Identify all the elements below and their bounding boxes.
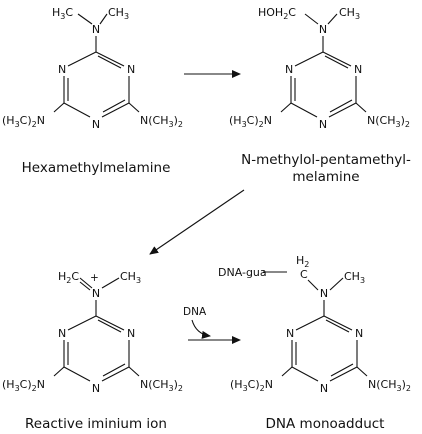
ring-n-left: N xyxy=(285,63,293,76)
top-left-methyl: H3C xyxy=(52,6,73,21)
top-right-methyl: CH3 xyxy=(108,6,129,21)
top-left-methylene: H2C xyxy=(58,270,79,285)
ring-n-right: N xyxy=(355,327,363,340)
ring-n-right: N xyxy=(127,327,135,340)
reaction-arrow-2 xyxy=(149,189,245,255)
ring-n-bottom: N xyxy=(92,118,100,131)
structure-hexamethylmelamine: H3C CH3 N N N N (H3C)2N N(CH3)2 Hexameth… xyxy=(2,6,183,176)
bottom-right-group: N(CH3)2 xyxy=(367,114,410,129)
bottom-right-group: N(CH3)2 xyxy=(368,378,411,393)
top-right-methyl: CH3 xyxy=(344,270,365,285)
ring-n-bottom: N xyxy=(92,382,100,395)
reagent-dna-label: DNA xyxy=(183,306,207,318)
ring-n-right: N xyxy=(127,63,135,76)
dna-gua-label: DNA-gua xyxy=(218,266,267,279)
ring-n-right: N xyxy=(354,63,362,76)
top-n-atom: N xyxy=(320,287,328,300)
methylene-c: C xyxy=(300,268,308,281)
caption-reactive-iminium-ion: Reactive iminium ion xyxy=(25,416,167,432)
structure-reactive-iminium-ion: H2C CH3 + N N N N (H3C)2N N(CH3)2 Reacti… xyxy=(2,270,183,432)
ring-n-left: N xyxy=(58,63,66,76)
structure-n-methylol-pentamethylmelamine: HOH2C CH3 N N N N (H3C)2N N(CH3)2 N-meth… xyxy=(229,6,411,185)
ring-n-left: N xyxy=(58,327,66,340)
top-right-methyl: CH3 xyxy=(120,270,141,285)
bottom-right-group: N(CH3)2 xyxy=(140,378,183,393)
bottom-left-group: (H3C)2N xyxy=(2,378,45,393)
bottom-right-group: N(CH3)2 xyxy=(140,114,183,129)
methylene-h2: H2 xyxy=(296,254,309,269)
caption-n-methylol-line2: melamine xyxy=(292,169,359,185)
top-n-atom: N xyxy=(319,23,327,36)
top-right-methyl: CH3 xyxy=(339,6,360,21)
ring-n-bottom: N xyxy=(320,382,328,395)
top-n-atom: N xyxy=(92,287,100,300)
bottom-left-group: (H3C)2N xyxy=(2,114,45,129)
bottom-left-group: (H3C)2N xyxy=(229,114,272,129)
top-n-atom: N xyxy=(92,23,100,36)
caption-hexamethylmelamine: Hexamethylmelamine xyxy=(22,160,171,176)
ring-n-bottom: N xyxy=(319,118,327,131)
positive-charge: + xyxy=(90,272,99,284)
caption-n-methylol-line1: N-methylol-pentamethyl- xyxy=(241,152,411,168)
bottom-left-group: (H3C)2N xyxy=(230,378,273,393)
top-left-methylol: HOH2C xyxy=(258,6,296,21)
structure-dna-monoadduct: DNA-gua H2 C CH3 N N N N (H3C)2N N(CH3)2… xyxy=(218,254,411,432)
caption-dna-monoadduct: DNA monoadduct xyxy=(266,416,385,432)
reaction-arrow-3: DNA xyxy=(183,306,241,344)
ring-n-left: N xyxy=(286,327,294,340)
